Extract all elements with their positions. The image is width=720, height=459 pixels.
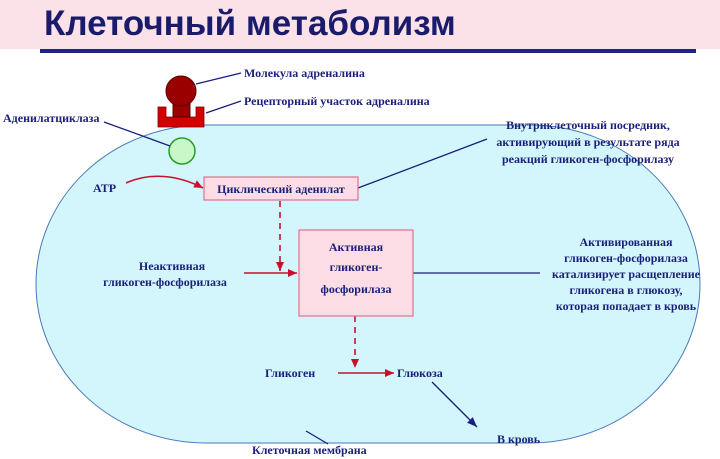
receptor-site-label: Рецепторный участок адреналина xyxy=(244,94,430,108)
slide-title: Клеточный метаболизм xyxy=(44,4,456,43)
adenylate-cyclase-pointer-line xyxy=(103,121,171,147)
messenger-pointer-line xyxy=(357,138,488,189)
inactive-phosphorylase-line: Неактивная xyxy=(139,259,206,273)
cyclic-adenylate-label: Циклический аденилат xyxy=(217,182,345,196)
activated-note-line: которая попадает в кровь xyxy=(556,299,697,313)
activated-note-line: Активированная xyxy=(580,235,673,249)
to-blood-label: В кровь xyxy=(497,432,541,446)
cyclic-adenylate-box xyxy=(203,176,359,201)
activated-note-line: гликоген-фосфорилаза xyxy=(564,251,688,265)
active-phosphorylase-line: гликоген- xyxy=(330,260,383,274)
active-phosphorylase-line: Активная xyxy=(329,240,384,254)
adrenaline-molecule-label: Молекула адреналина xyxy=(244,66,365,80)
title-underline xyxy=(40,49,696,53)
adenylate-cyclase-label: Аденилатциклаза xyxy=(3,111,100,125)
messenger-note-line: реакций гликоген-фосфорилазу xyxy=(502,152,674,166)
adrenaline-pointer-line xyxy=(195,72,242,85)
inactive-phosphorylase-line: гликоген-фосфорилаза xyxy=(103,275,227,289)
active-phosphorylase-line: фосфорилаза xyxy=(321,282,392,296)
active-phosphorylase-box xyxy=(298,229,414,317)
activated-note-line: гликогена в глюкозу, xyxy=(569,283,682,297)
glycogen-label: Гликоген xyxy=(265,366,315,380)
to-blood-arrow xyxy=(431,381,478,428)
membrane-pointer-line xyxy=(305,430,329,445)
receptor-pointer-line xyxy=(205,100,242,114)
atp-conversion-arrow xyxy=(125,175,204,189)
messenger-note-line: Внутриклеточный посредник, xyxy=(506,118,670,132)
cell-membrane-label: Клеточная мембрана xyxy=(252,443,367,457)
active-phosphorylase-label: Активная гликоген- фосфорилаза xyxy=(321,240,392,296)
atp-label: ATP xyxy=(93,181,116,195)
slide-header: Клеточный метаболизм xyxy=(0,0,720,49)
activated-note-line: катализирует расщепление xyxy=(552,267,701,281)
adenylate-cyclase-circle xyxy=(168,137,196,165)
messenger-note: Внутриклеточный посредник, активирующий … xyxy=(496,118,679,166)
inactive-phosphorylase-label: Неактивная гликоген-фосфорилаза xyxy=(103,259,227,289)
messenger-note-line: активирующий в результате ряда xyxy=(496,135,679,149)
glucose-label: Глюкоза xyxy=(397,366,443,380)
activated-phosphorylase-note: Активированная гликоген-фосфорилаза ката… xyxy=(552,235,701,313)
adrenaline-molecule xyxy=(165,75,197,107)
